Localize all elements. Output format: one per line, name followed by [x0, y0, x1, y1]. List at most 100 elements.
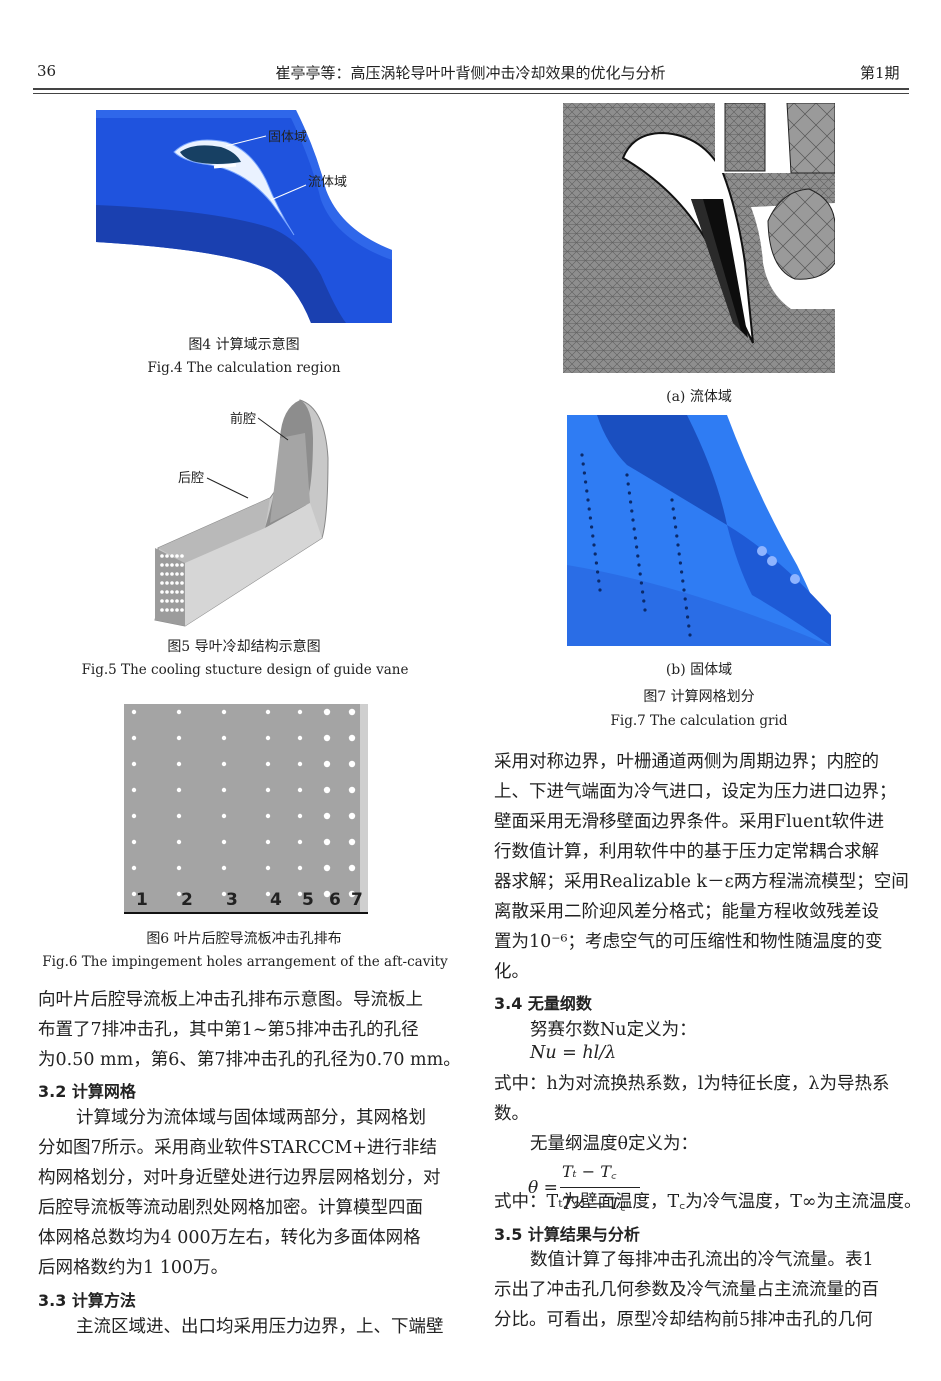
solid-hole — [630, 509, 634, 513]
fig4-caption-cn: 图4 计算域示意图 — [188, 337, 300, 353]
solid-hole — [642, 599, 646, 603]
impingement-hole — [131, 761, 137, 767]
fig4-calculation-region-image — [96, 110, 392, 323]
fig6-row-label: 6 — [329, 890, 341, 910]
impingement-hole — [348, 890, 356, 898]
text-line: 数值计算了每排冲击孔流出的冷气流量。表1 — [530, 1250, 874, 1270]
vane-hole — [180, 599, 184, 603]
fig7a-fluid-mesh-image — [563, 103, 835, 373]
impingement-hole — [265, 865, 271, 871]
text-line: 后网格数约为1 100万。 — [38, 1258, 229, 1278]
vane-hole — [175, 572, 179, 576]
vane-hole — [160, 554, 164, 558]
solid-hole — [632, 527, 636, 531]
solid-hole — [687, 624, 691, 628]
text-line: 构网格划分，对叶身近壁处进行边界层网格划分，对 — [38, 1168, 441, 1188]
impingement-hole — [176, 865, 182, 871]
vane-hole — [170, 599, 174, 603]
fig7-caption-cn: 图7 计算网格划分 — [643, 689, 755, 705]
text-line: 体网格总数均为4 000万左右，转化为多面体网格 — [38, 1228, 421, 1248]
fig5-cooling-structure-image — [154, 399, 329, 627]
text-line: 式中：h为对流换热系数，l为特征长度，λ为导热系 — [494, 1074, 890, 1094]
solid-hole — [633, 536, 637, 540]
impingement-hole — [221, 891, 227, 897]
vane-hole — [180, 563, 184, 567]
vane-hole — [165, 590, 169, 594]
solid-hole — [626, 482, 630, 486]
theta-lhs: θ = — [528, 1178, 558, 1198]
solid-hole — [631, 518, 635, 522]
impingement-hole — [131, 839, 137, 845]
vane-hole — [180, 590, 184, 594]
solid-hole — [587, 507, 591, 511]
vane-hole — [160, 608, 164, 612]
impingement-hole — [131, 813, 137, 819]
impingement-hole — [221, 839, 227, 845]
vane-hole — [170, 563, 174, 567]
impingement-hole — [176, 891, 182, 897]
fig6-impingement-holes-image — [124, 704, 368, 914]
page-number: 36 — [37, 62, 57, 80]
impingement-hole — [348, 786, 356, 794]
impingement-hole — [131, 787, 137, 793]
fig5-caption-cn: 图5 导叶冷却结构示意图 — [167, 639, 321, 655]
solid-hole — [688, 633, 692, 637]
equation-theta: θ = Tₜ − T꜀ T∞ − T꜀ — [528, 1160, 688, 1220]
vane-hole — [175, 581, 179, 585]
section-heading-3-2: 3.2 计算网格 — [38, 1082, 136, 1101]
text-line: 置为10⁻⁶；考虑空气的可压缩性和物性随温度的变 — [494, 932, 883, 952]
impingement-hole — [221, 813, 227, 819]
issue-label: 第1期 — [860, 64, 900, 82]
impingement-hole — [265, 735, 271, 741]
vane-hole — [180, 572, 184, 576]
impingement-hole — [265, 787, 271, 793]
impingement-hole — [323, 838, 331, 846]
impingement-hole — [176, 709, 182, 715]
impingement-hole — [131, 709, 137, 715]
text-line: 数。 — [494, 1104, 529, 1124]
vane-hole — [175, 599, 179, 603]
text-line: 主流区域进、出口均采用压力边界，上、下端壁 — [76, 1317, 444, 1337]
vane-hole — [175, 563, 179, 567]
fig7-caption-en: Fig.7 The calculation grid — [610, 713, 788, 729]
fig7a-subcaption: (a) 流体域 — [666, 389, 732, 405]
vane-hole — [160, 572, 164, 576]
impingement-hole — [323, 734, 331, 742]
solid-hole — [598, 588, 602, 592]
fig4-label-fluid-domain: 流体域 — [308, 175, 348, 190]
impingement-hole — [297, 813, 303, 819]
impingement-hole — [297, 709, 303, 715]
solid-hole — [591, 534, 595, 538]
section-heading-3-4: 3.4 无量纲数 — [494, 994, 592, 1013]
vane-hole — [165, 554, 169, 558]
impingement-hole — [265, 709, 271, 715]
impingement-hole — [297, 839, 303, 845]
impingement-hole — [265, 813, 271, 819]
solid-hole — [580, 453, 584, 457]
fig6-row-label: 7 — [351, 890, 363, 910]
vane-hole — [165, 608, 169, 612]
impingement-hole — [221, 735, 227, 741]
solid-hole — [590, 525, 594, 529]
solid-hole — [682, 588, 686, 592]
solid-hole — [588, 516, 592, 520]
impingement-hole — [348, 734, 356, 742]
fig6-row-labels: 1 2 3 4 5 6 7 — [124, 890, 368, 912]
text-line: 器求解；采用Realizable k－ε两方程湍流模型；空间 — [494, 872, 909, 892]
impingement-hole — [265, 839, 271, 845]
solid-hole — [684, 606, 688, 610]
solid-hole — [594, 561, 598, 565]
impingement-hole — [131, 891, 137, 897]
section-heading-3-3: 3.3 计算方法 — [38, 1291, 136, 1310]
vane-hole — [165, 581, 169, 585]
solid-hole — [681, 579, 685, 583]
fig5-caption-en: Fig.5 The cooling stucture design of gui… — [81, 662, 409, 678]
solid-hole — [582, 471, 586, 475]
solid-hole — [592, 543, 596, 547]
vane-hole — [175, 590, 179, 594]
solid-hole — [635, 545, 639, 549]
impingement-hole — [221, 787, 227, 793]
impingement-hole — [176, 813, 182, 819]
solid-hole — [676, 543, 680, 547]
vane-hole — [165, 599, 169, 603]
